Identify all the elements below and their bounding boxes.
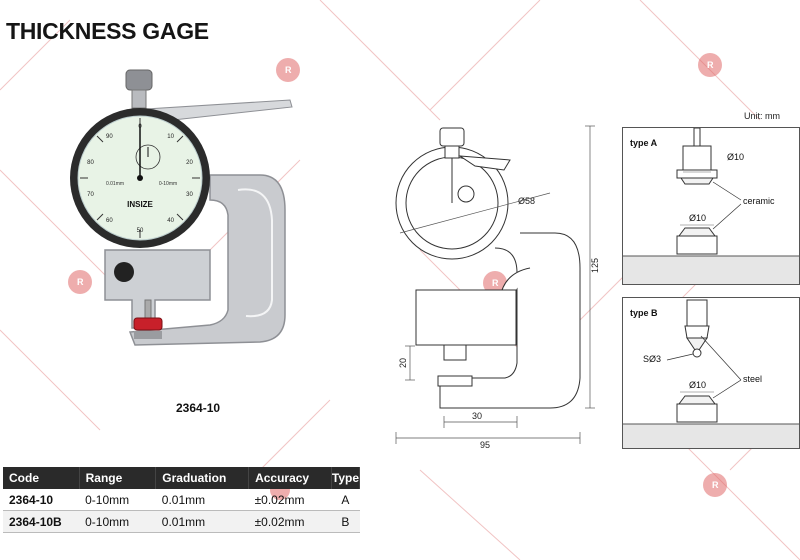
- cell-code: 2364-10: [3, 489, 80, 511]
- dial-numbers: 0 10 20 30 40 50 60 70 80 90: [87, 124, 193, 234]
- page-title: THICKNESS GAGE: [6, 18, 209, 44]
- cell-code: 2364-10B: [3, 510, 80, 533]
- type-a-panel: type A Ø10 Ø10 ceramic: [622, 127, 800, 285]
- svg-text:R: R: [707, 60, 714, 70]
- type-b-ball-dim: SØ3: [643, 354, 662, 364]
- cell-graduation: 0.01mm: [155, 510, 249, 533]
- brand-logo-text: INSIZE: [127, 200, 153, 209]
- overall-width-dim: 95: [480, 440, 490, 450]
- height-dim: 125: [590, 258, 600, 273]
- product-photo: INSIZE 0.01mm 0-10mm 0 10 20 30 40 50 60 70 80 90: [70, 69, 293, 346]
- dial-number: 10: [167, 134, 174, 140]
- header-range: Range: [79, 467, 157, 489]
- cell-accuracy: ±0.02mm: [248, 489, 332, 511]
- model-label: 2364-10: [176, 401, 221, 415]
- dial-diameter-dim: Ø58: [518, 196, 535, 206]
- dial-number: 70: [87, 192, 94, 198]
- type-a-bottom-dim: Ø10: [689, 213, 707, 223]
- table-row: 2364-10B 0-10mm 0.01mm ±0.02mm B: [3, 510, 360, 533]
- cell-range: 0-10mm: [79, 489, 156, 511]
- type-a-diagram: [623, 128, 799, 284]
- dial-number: 80: [87, 160, 94, 166]
- type-b-material: steel: [743, 374, 763, 384]
- inner-width-dim: 30: [472, 411, 482, 421]
- dial-number: 20: [186, 160, 193, 166]
- table-row: 2364-10 0-10mm 0.01mm ±0.02mm A: [3, 489, 360, 511]
- dial-number: 40: [167, 218, 174, 224]
- table-header-row: Code Range Graduation Accuracy Type: [3, 467, 361, 489]
- dial-number: 50: [137, 228, 144, 234]
- type-a-top-dim: Ø10: [727, 152, 745, 162]
- dial-number: 90: [106, 134, 113, 140]
- header-type: Type: [331, 467, 361, 489]
- dial-range-text: 0-10mm: [159, 181, 177, 187]
- header-graduation: Graduation: [155, 467, 250, 489]
- cell-type: A: [331, 489, 360, 511]
- technical-drawing: Ø58 125 20 30 95: [395, 125, 600, 450]
- cell-range: 0-10mm: [79, 510, 156, 533]
- header-accuracy: Accuracy: [248, 467, 332, 489]
- dial-number: 0: [138, 124, 142, 130]
- type-a-title: type A: [630, 138, 658, 148]
- type-b-panel: type B SØ3 Ø10 steel: [622, 297, 800, 449]
- dial-graduation-text: 0.01mm: [106, 181, 124, 187]
- cell-graduation: 0.01mm: [155, 489, 249, 511]
- spec-table: Code Range Graduation Accuracy Type 2364…: [3, 467, 361, 533]
- dial-number: 30: [186, 192, 193, 198]
- unit-note: Unit: mm: [744, 111, 780, 121]
- svg-text:R: R: [712, 480, 719, 490]
- dial-number: 60: [106, 218, 113, 224]
- type-b-bottom-dim: Ø10: [689, 380, 707, 390]
- type-b-diagram: [623, 299, 799, 448]
- type-a-material: ceramic: [743, 196, 775, 206]
- type-b-title: type B: [630, 308, 658, 318]
- cell-accuracy: ±0.02mm: [248, 510, 332, 533]
- header-code: Code: [3, 467, 80, 489]
- cell-type: B: [331, 510, 360, 533]
- throat-depth-dim: 20: [398, 358, 408, 368]
